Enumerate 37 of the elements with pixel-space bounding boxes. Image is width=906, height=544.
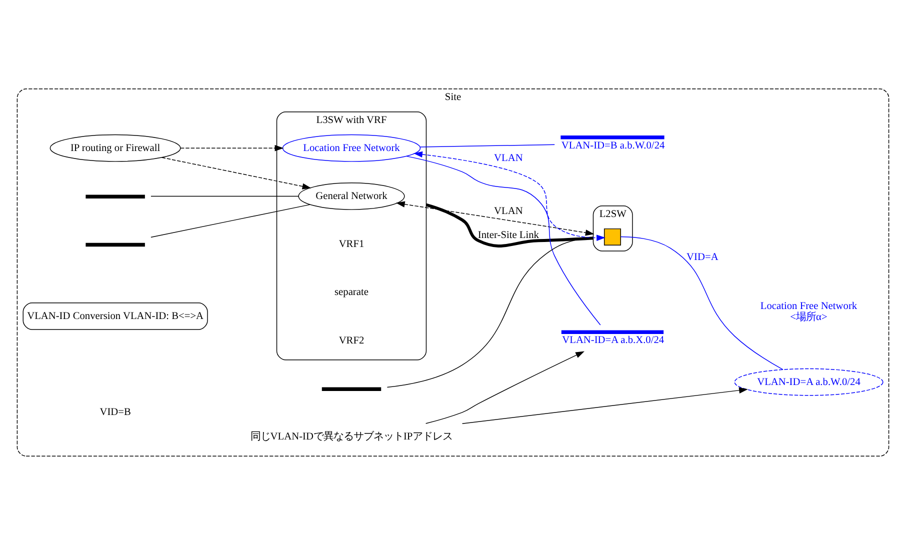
node-ellipse: VLAN-ID=A a.b.W.0/24 xyxy=(734,368,884,396)
node-label: Location Free Network xyxy=(760,300,858,312)
arrow xyxy=(425,350,584,424)
node-label: <場所α> xyxy=(790,312,828,323)
label: VRF2 xyxy=(338,334,364,346)
node-bar xyxy=(86,242,145,246)
arrow xyxy=(396,200,594,236)
edge-label: VLAN xyxy=(494,206,523,217)
connector xyxy=(620,236,784,370)
label: VRF1 xyxy=(338,238,364,250)
node-box xyxy=(604,228,621,245)
label: separate xyxy=(334,286,368,298)
arrow xyxy=(180,144,284,151)
node-text: 同じVLAN-IDで異なるサブネットIPアドレス xyxy=(250,431,453,442)
node-label: VLAN-ID=A a.b.X.0/24 xyxy=(562,334,664,346)
connector xyxy=(420,144,555,147)
connector xyxy=(150,204,311,238)
connector xyxy=(426,202,594,247)
node-box: VLAN-ID Conversion VLAN-ID: B<=>A xyxy=(22,302,208,330)
node-ellipse: IP routing or Firewall xyxy=(50,134,181,162)
node-bar xyxy=(560,135,664,139)
cluster: L2SW xyxy=(592,205,633,251)
connector xyxy=(386,236,594,388)
node-bar xyxy=(322,386,382,390)
arrow xyxy=(462,386,748,424)
node-label: VLAN-ID=B a.b.W.0/24 xyxy=(561,140,665,151)
node-bar xyxy=(561,330,664,334)
arrow xyxy=(162,156,312,189)
connector xyxy=(406,155,601,325)
edge-label: VID=A xyxy=(686,252,718,263)
edge-label: VLAN xyxy=(494,152,523,164)
label: VID=B xyxy=(100,406,131,418)
edge-label: Inter-Site Link xyxy=(478,229,539,240)
arrow xyxy=(414,150,606,240)
node-bar xyxy=(86,194,145,198)
node-ellipse: Location Free Network xyxy=(282,134,421,162)
connector xyxy=(150,195,299,196)
